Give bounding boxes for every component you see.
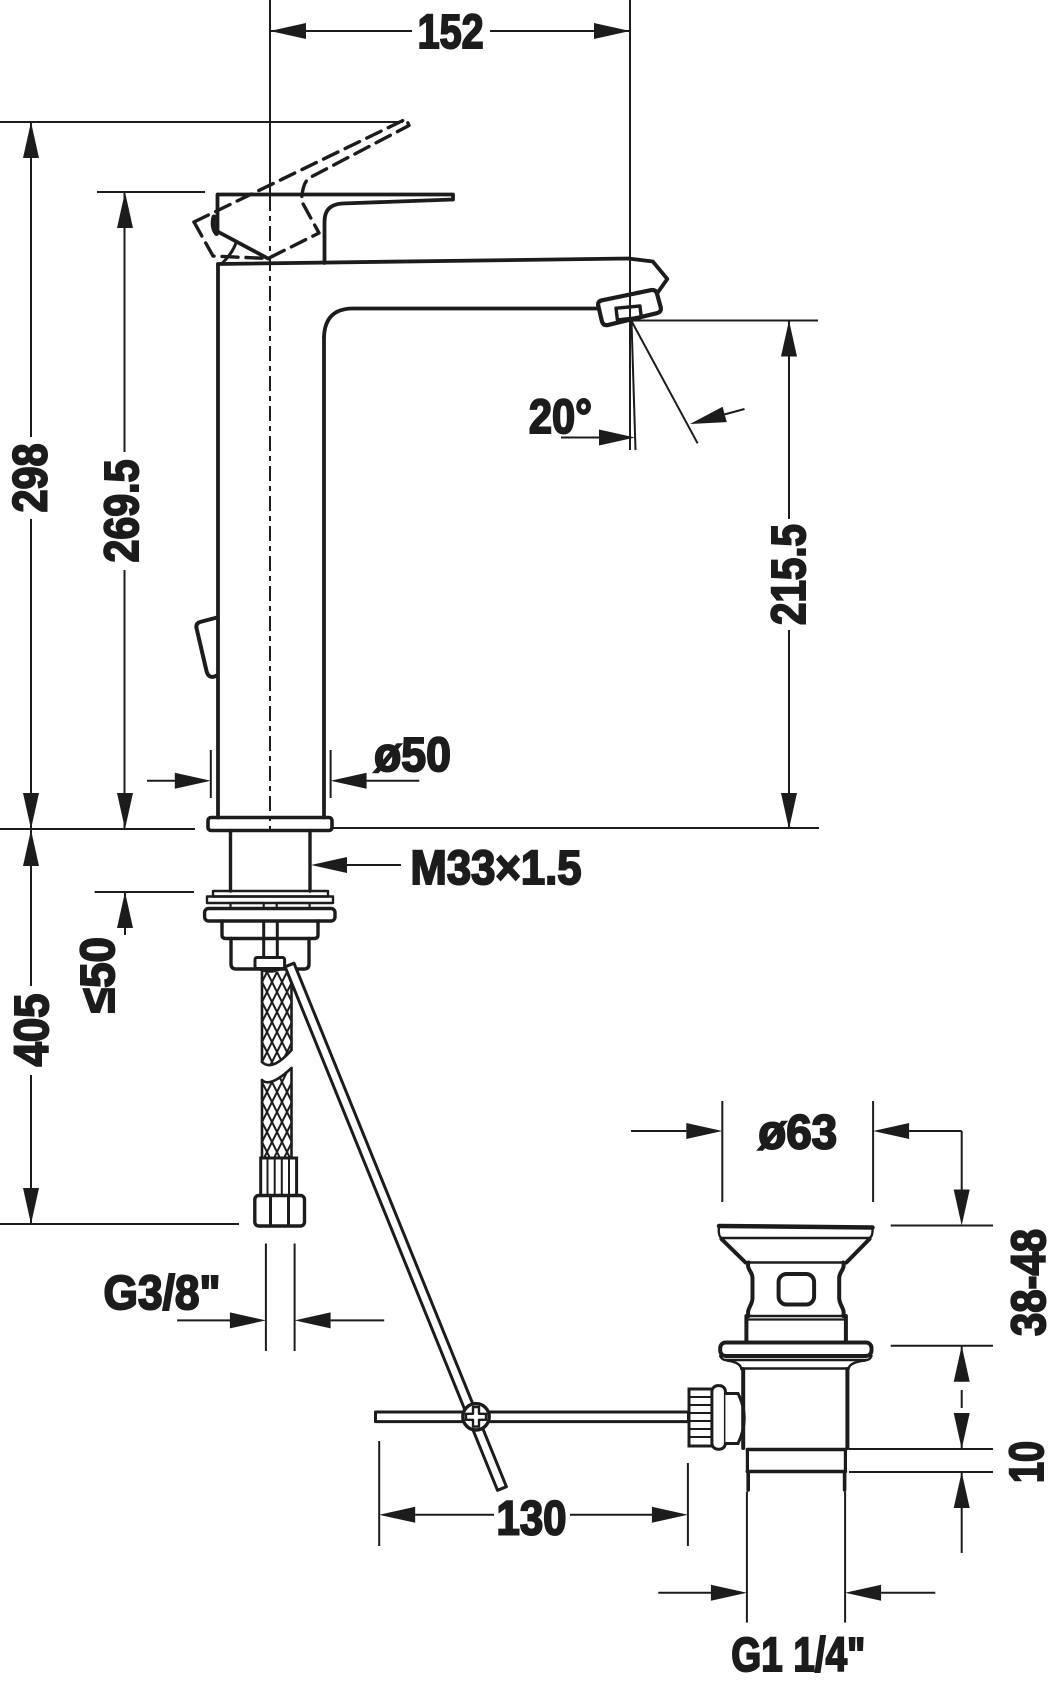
svg-text:ø63: ø63 xyxy=(758,1107,837,1160)
svg-text:G1 1/4": G1 1/4" xyxy=(731,1629,865,1682)
svg-text:M33×1.5: M33×1.5 xyxy=(411,842,582,895)
svg-text:405: 405 xyxy=(6,994,59,1067)
svg-text:≤50: ≤50 xyxy=(72,937,125,1013)
svg-text:ø50: ø50 xyxy=(374,729,451,782)
svg-text:10: 10 xyxy=(1001,1441,1054,1483)
svg-text:38-48: 38-48 xyxy=(1003,1229,1055,1336)
svg-text:215.5: 215.5 xyxy=(763,524,816,625)
svg-text:G3/8": G3/8" xyxy=(104,1267,221,1320)
svg-text:298: 298 xyxy=(4,444,57,513)
svg-text:152: 152 xyxy=(418,6,484,59)
svg-text:130: 130 xyxy=(497,1493,567,1546)
svg-text:269.5: 269.5 xyxy=(96,460,149,563)
svg-text:20°: 20° xyxy=(529,391,592,444)
